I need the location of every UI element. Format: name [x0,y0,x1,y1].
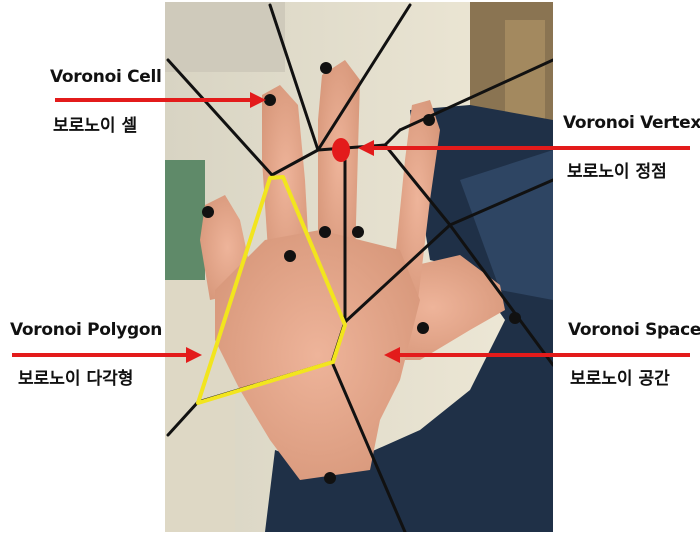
voronoi-polygon-label-ko: 보로노이 다각형 [18,364,133,389]
voronoi-vertex-marker [332,138,350,162]
voronoi-cell-label-en: Voronoi Cell [50,67,162,87]
voronoi-space-label-en: Voronoi Space [568,320,700,340]
voronoi-space-label-ko: 보로노이 공간 [570,364,670,389]
voronoi-vertex-label-en: Voronoi Vertex [563,113,700,133]
voronoi-cell-label-ko: 보로노이 셀 [53,111,137,136]
voronoi-polygon-label-en: Voronoi Polygon [10,320,162,340]
voronoi-vertex-label-ko: 보로노이 정점 [567,157,667,182]
